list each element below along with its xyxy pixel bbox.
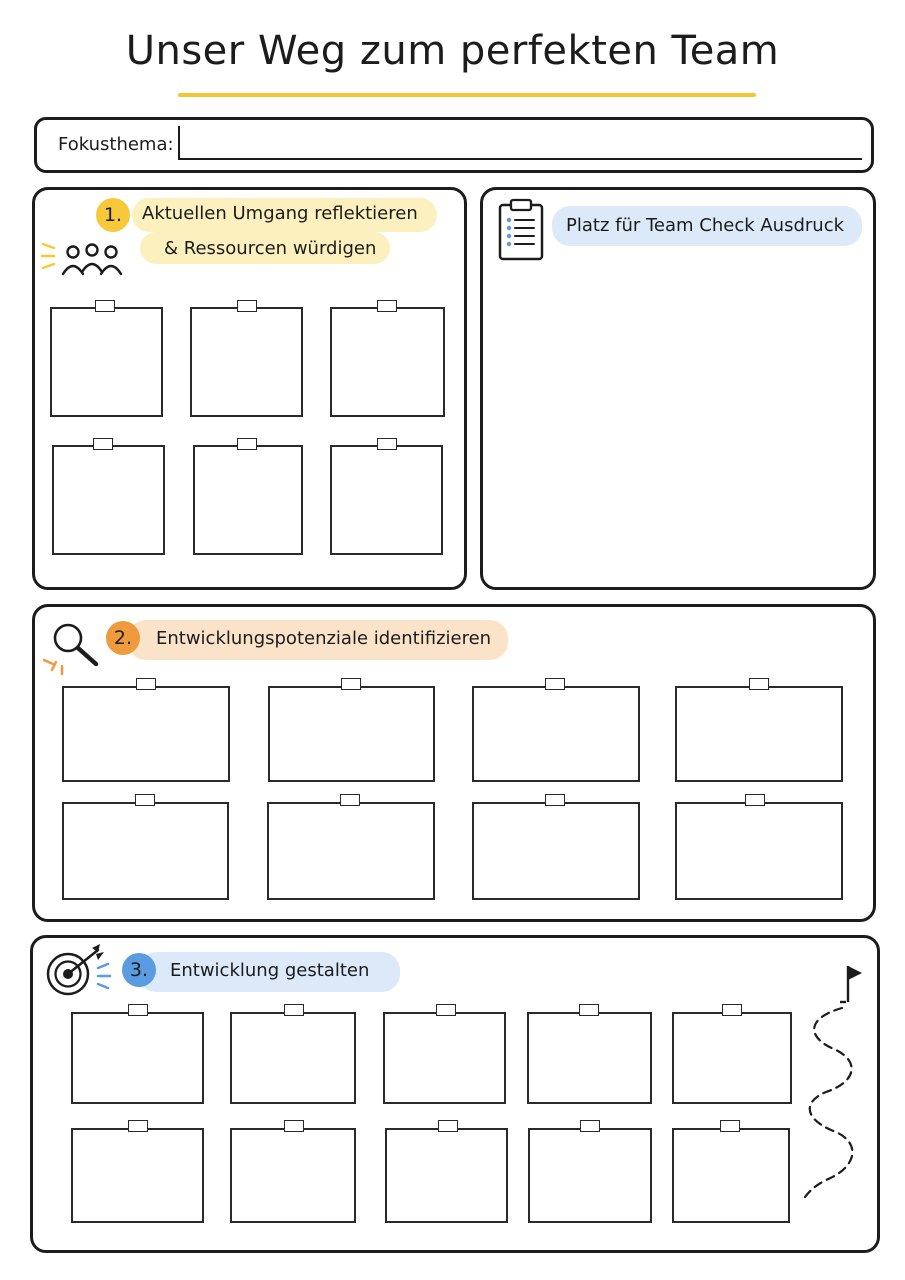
flag-path-icon <box>800 966 862 1204</box>
sticky-note[interactable] <box>71 1012 204 1104</box>
section3-number-badge: 3. <box>122 953 156 987</box>
section2-number-badge: 2. <box>106 621 140 655</box>
magnifier-icon <box>42 623 99 676</box>
section1-highlight-line2 <box>140 232 390 264</box>
sticky-note[interactable] <box>527 1012 652 1104</box>
clipboard-checklist-icon <box>498 198 544 261</box>
tape <box>580 1120 600 1132</box>
title-underline <box>178 93 756 97</box>
tape <box>438 1120 458 1132</box>
sticky-note[interactable] <box>472 686 640 782</box>
tape <box>377 300 397 312</box>
tape <box>284 1004 304 1016</box>
tape <box>341 678 361 690</box>
target-arrow-icon <box>46 944 112 996</box>
sticky-note[interactable] <box>190 307 303 417</box>
sticky-note[interactable] <box>193 445 303 555</box>
tape <box>284 1120 304 1132</box>
sticky-note[interactable] <box>672 1012 792 1104</box>
tape <box>135 794 155 806</box>
tape <box>237 438 257 450</box>
section2-highlight <box>128 620 508 660</box>
page-title: Unser Weg zum perfekten Team <box>125 28 780 74</box>
printout-label: Platz für Team Check Ausdruck <box>566 215 845 236</box>
tape <box>128 1004 148 1016</box>
sticky-note[interactable] <box>230 1128 356 1223</box>
tape <box>128 1120 148 1132</box>
sticky-note[interactable] <box>71 1128 204 1223</box>
sticky-note[interactable] <box>62 802 229 900</box>
sticky-note[interactable] <box>528 1128 652 1223</box>
tape <box>722 1004 742 1016</box>
sticky-note[interactable] <box>675 686 843 782</box>
sticky-note[interactable] <box>268 686 435 782</box>
printout-panel <box>480 187 876 590</box>
section1-title-line1: Aktuellen Umgang reflektieren <box>142 203 418 224</box>
sticky-note[interactable] <box>675 802 843 900</box>
tape <box>93 438 113 450</box>
tape <box>436 1004 456 1016</box>
sticky-note[interactable] <box>52 445 165 555</box>
sticky-note[interactable] <box>267 802 435 900</box>
tape <box>340 794 360 806</box>
tape <box>95 300 115 312</box>
sticky-note[interactable] <box>62 686 230 782</box>
tape <box>749 678 769 690</box>
tape <box>545 678 565 690</box>
tape <box>237 300 257 312</box>
team-people-icon <box>40 242 123 276</box>
tape <box>545 794 565 806</box>
section1-title-line2: & Ressourcen würdigen <box>164 238 377 259</box>
section2-title: Entwicklungspotenziale identifizieren <box>156 628 492 649</box>
sticky-note[interactable] <box>472 802 640 900</box>
sticky-note[interactable] <box>50 307 163 417</box>
focus-topic-label: Fokusthema: <box>58 134 174 155</box>
printout-highlight <box>552 206 862 246</box>
section1-highlight-line1 <box>132 198 437 232</box>
focus-topic-input[interactable] <box>178 126 862 160</box>
section3-title: Entwicklung gestalten <box>170 960 370 981</box>
sticky-note[interactable] <box>330 445 443 555</box>
sticky-note[interactable] <box>385 1128 508 1223</box>
tape <box>720 1120 740 1132</box>
section3-highlight <box>138 952 400 992</box>
sticky-note[interactable] <box>330 307 445 417</box>
tape <box>745 794 765 806</box>
tape <box>377 438 397 450</box>
sticky-note[interactable] <box>383 1012 506 1104</box>
tape <box>579 1004 599 1016</box>
section1-number-badge: 1. <box>96 198 130 232</box>
sticky-note[interactable] <box>672 1128 790 1223</box>
tape <box>136 678 156 690</box>
sticky-note[interactable] <box>230 1012 356 1104</box>
